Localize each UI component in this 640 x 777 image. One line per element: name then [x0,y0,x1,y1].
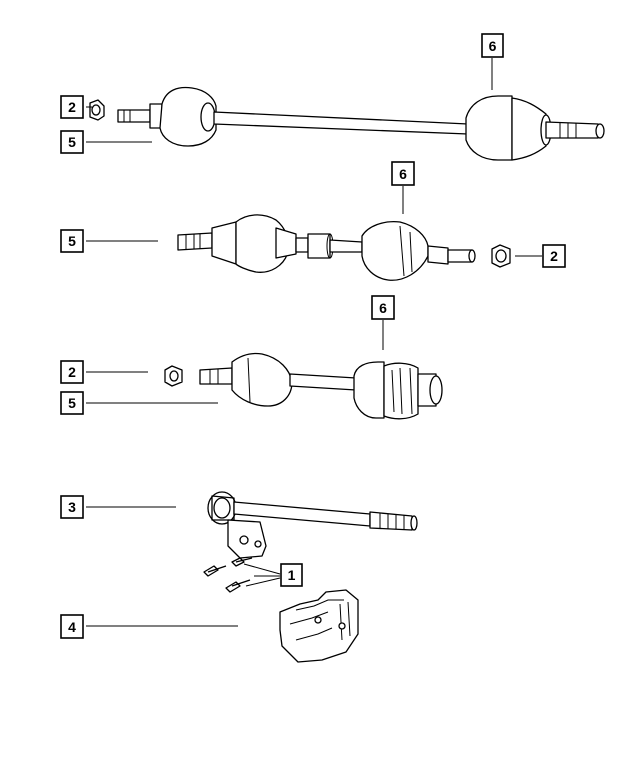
callout-6-top: 6 [481,33,504,58]
callout-label: 5 [68,395,76,411]
leader-lines [86,58,542,627]
callout-label: 1 [288,567,296,583]
bolts [203,557,253,593]
callout-label: 2 [550,248,558,264]
callout-label: 6 [399,166,407,182]
callout-2-middle: 2 [542,244,566,268]
axle-shaft-assembly-middle [177,214,476,281]
callout-4: 4 [60,614,84,639]
callout-6-lower: 6 [371,295,395,320]
callout-2-top: 2 [60,95,84,119]
callout-label: 5 [68,134,76,150]
callout-label: 3 [68,499,76,515]
axle-nut-top [89,99,105,121]
callout-label: 6 [489,38,497,54]
axle-shaft-assembly-lower [199,352,443,420]
heat-shield [279,589,359,663]
intermediate-shaft [207,491,418,559]
callout-6-middle: 6 [391,161,415,186]
axle-nut-middle [491,244,511,268]
callout-5-middle: 5 [60,229,84,253]
callout-2-lower: 2 [60,360,84,384]
callout-label: 2 [68,364,76,380]
callout-1: 1 [280,563,303,587]
callout-5-top: 5 [60,130,84,154]
callout-3: 3 [60,495,84,519]
callout-5-lower: 5 [60,391,84,415]
axle-nut-lower [164,365,183,387]
callout-label: 5 [68,233,76,249]
callout-label: 4 [68,619,76,635]
callout-label: 6 [379,300,387,316]
axle-shaft-assembly-top [117,86,605,161]
callout-label: 2 [68,99,76,115]
